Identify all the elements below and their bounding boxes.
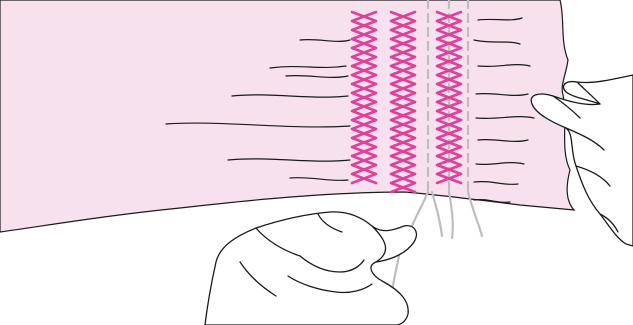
left-hand-icon [205, 212, 416, 325]
thread-end [432, 192, 442, 236]
thread-end [412, 192, 428, 226]
thread-end [449, 192, 453, 238]
fabric-panel [0, 0, 574, 232]
